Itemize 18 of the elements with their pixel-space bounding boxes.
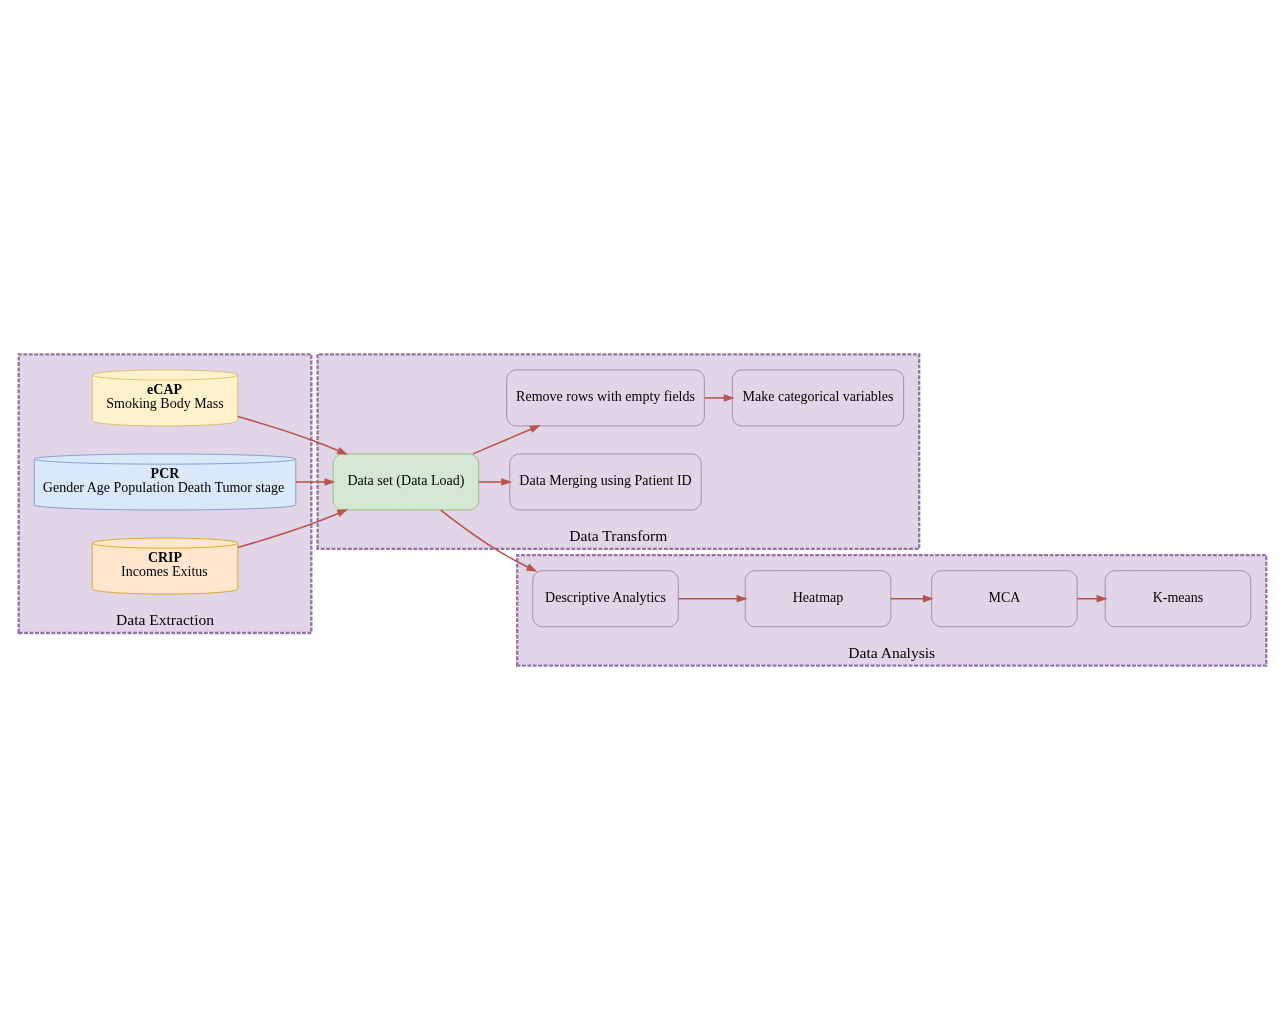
node-box: Make categorical variables	[732, 369, 904, 426]
node-box: K-means	[1104, 569, 1252, 627]
arrow	[677, 594, 748, 603]
arrow	[1076, 594, 1108, 603]
node-box: Data set (Data Load)	[332, 453, 480, 510]
arrow	[703, 393, 735, 402]
node-box: MCA	[931, 569, 1078, 627]
node-box: Descriptive Analytics	[532, 569, 679, 627]
arrow	[440, 508, 538, 572]
arrow	[237, 415, 348, 455]
arrow	[472, 424, 541, 455]
node-box: Remove rows with empty fields	[506, 369, 705, 426]
arrow	[477, 477, 513, 486]
node-box: Data Merging using Patient ID	[509, 453, 702, 510]
node-box: Heatmap	[744, 569, 892, 627]
arrow	[890, 594, 934, 603]
arrow	[237, 508, 348, 548]
arrow	[295, 477, 336, 486]
